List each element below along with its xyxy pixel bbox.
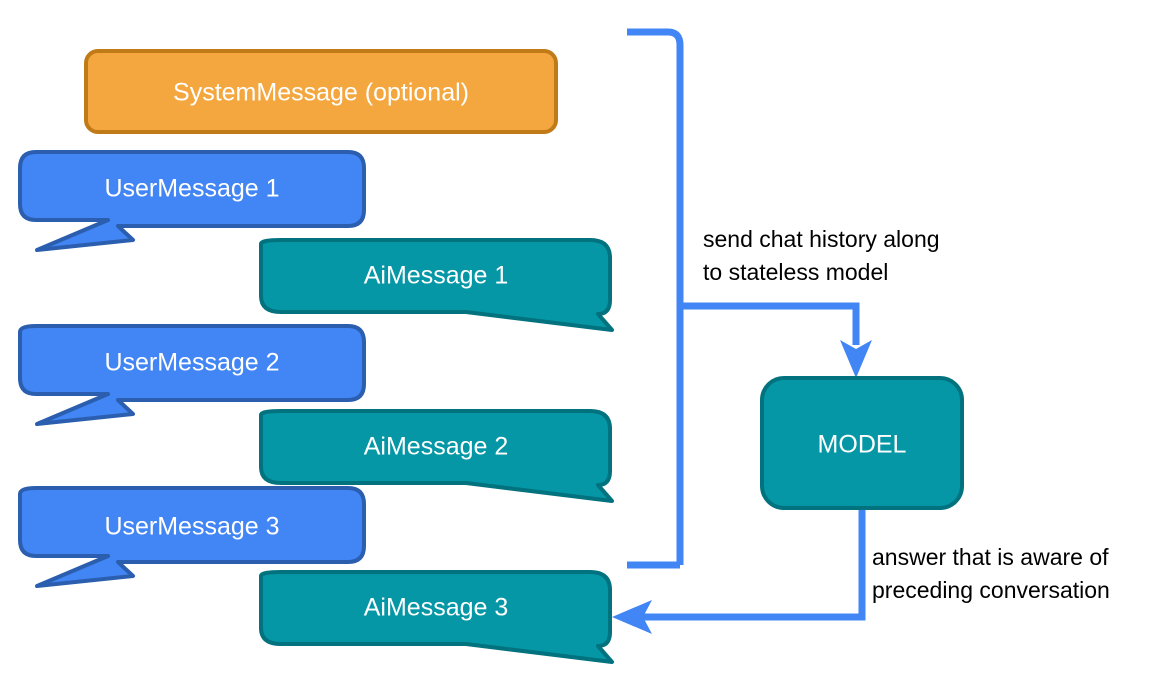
ai-message-1-label: AiMessage 1 (364, 262, 509, 290)
send-history-annotation-line2: to stateless model (703, 259, 888, 285)
answer-annotation-line1: answer that is aware of (872, 544, 1109, 570)
model-answer-connector (612, 508, 866, 634)
arrowhead-left-icon (612, 600, 652, 634)
arrowhead-down-icon (840, 340, 872, 378)
model-node-label: MODEL (818, 431, 907, 459)
answer-annotation: answer that is aware of preceding conver… (872, 544, 1110, 603)
user-message-1-bubble[interactable]: UserMessage 1 (18, 150, 366, 252)
ai-message-2-label: AiMessage 2 (364, 433, 509, 461)
model-node[interactable]: MODEL (760, 376, 964, 510)
user-message-2-label: UserMessage 2 (104, 349, 279, 377)
send-history-annotation-line1: send chat history along (703, 226, 940, 252)
send-history-annotation: send chat history along to stateless mod… (703, 226, 940, 285)
system-message-label: SystemMessage (optional) (173, 79, 469, 107)
user-message-1-label: UserMessage 1 (104, 175, 279, 203)
user-message-3-label: UserMessage 3 (104, 513, 279, 541)
answer-annotation-line2: preceding conversation (872, 577, 1110, 603)
ai-message-1-bubble[interactable]: AiMessage 1 (259, 238, 614, 332)
system-message-bubble[interactable]: SystemMessage (optional) (84, 49, 558, 134)
history-bracket-connector (627, 28, 872, 569)
user-message-2-bubble[interactable]: UserMessage 2 (18, 324, 366, 426)
ai-message-3-label: AiMessage 3 (364, 594, 509, 622)
user-message-3-bubble[interactable]: UserMessage 3 (18, 486, 366, 588)
ai-message-3-bubble[interactable]: AiMessage 3 (259, 570, 614, 664)
ai-message-2-bubble[interactable]: AiMessage 2 (259, 409, 614, 503)
